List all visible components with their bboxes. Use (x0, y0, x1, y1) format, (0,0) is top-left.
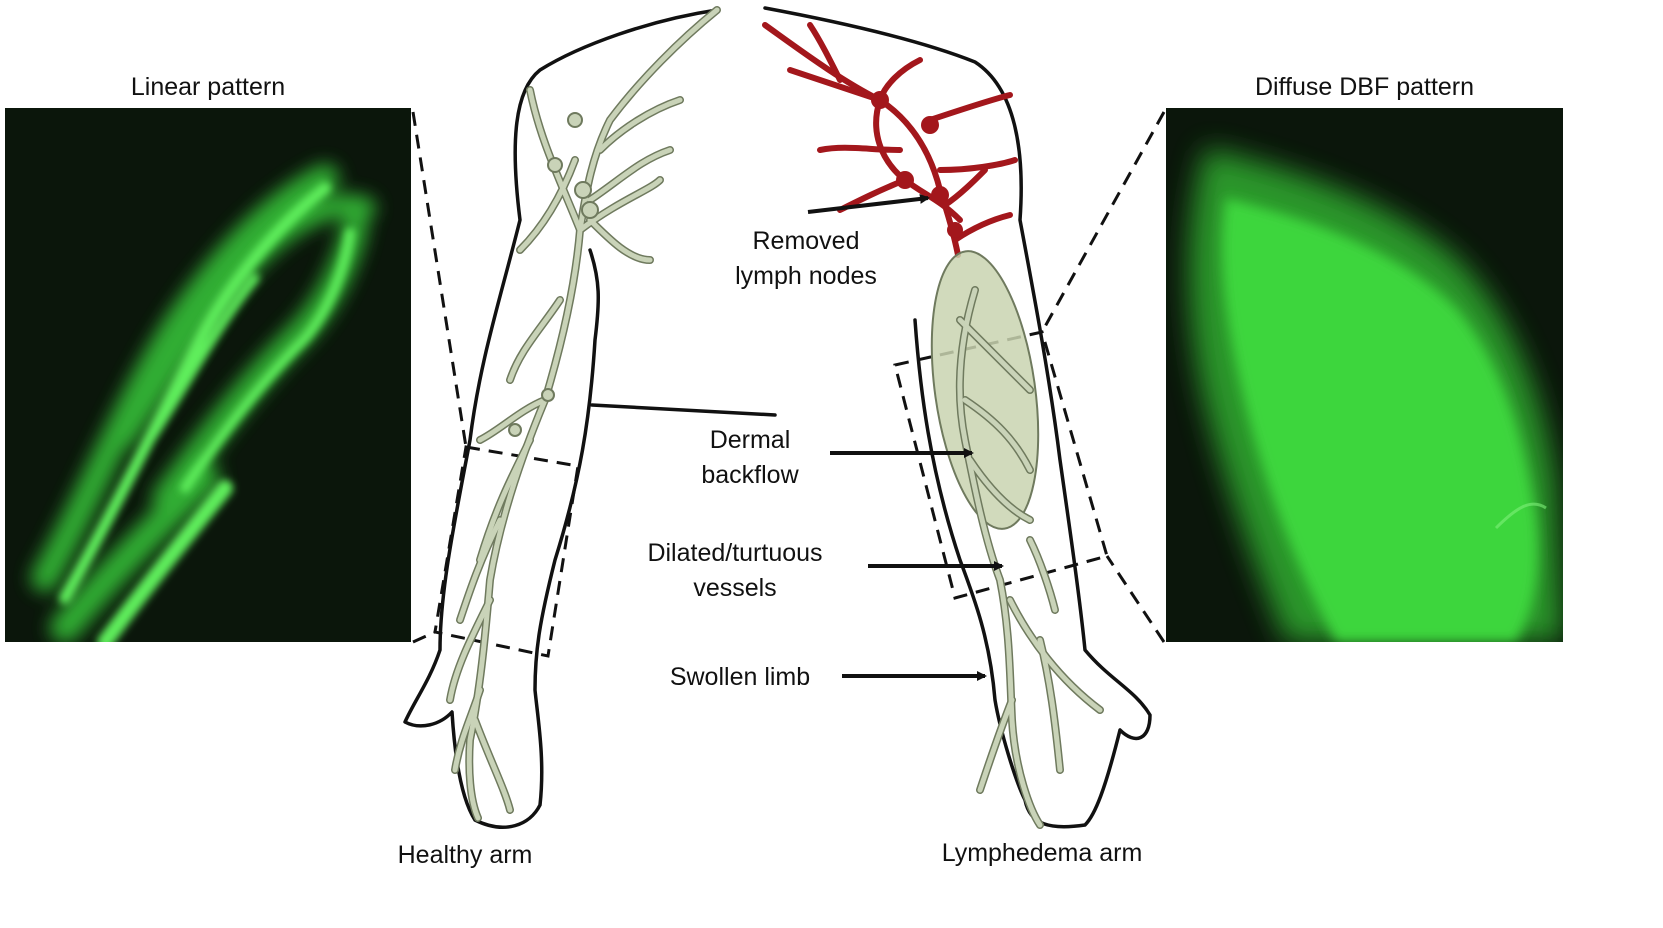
right-panel-title: Diffuse DBF pattern (1254, 73, 1475, 101)
linear-pattern-image (5, 108, 411, 642)
diffuse-dbf-fluorescence (1166, 108, 1563, 642)
diffuse-dbf-pattern-image (1166, 108, 1563, 642)
dermal-label-2: backflow (701, 461, 799, 489)
left-panel-title: Linear pattern (130, 73, 286, 101)
removed-nodes-label-1: Removed (752, 227, 860, 255)
pointer-arrows (807, 193, 1004, 681)
affected-lymph-vessels (955, 286, 1104, 829)
dermal-label-1: Dermal (709, 426, 791, 454)
dilated-label-2: vessels (693, 574, 777, 602)
removed-lymph-nodes (762, 22, 1018, 258)
healthy-lymph-vessels (446, 6, 721, 822)
linear-pattern-fluorescence (5, 108, 411, 642)
arrow-removed-nodes (807, 193, 930, 214)
lymphedema-arm-label: Lymphedema arm (941, 839, 1143, 867)
body-outline (403, 6, 1152, 829)
swollen-limb-label: Swollen limb (669, 663, 811, 691)
dilated-label-1: Dilated/turtuous (647, 539, 823, 567)
healthy-arm-label: Healthy arm (397, 841, 533, 869)
removed-nodes-label-2: lymph nodes (735, 262, 877, 290)
